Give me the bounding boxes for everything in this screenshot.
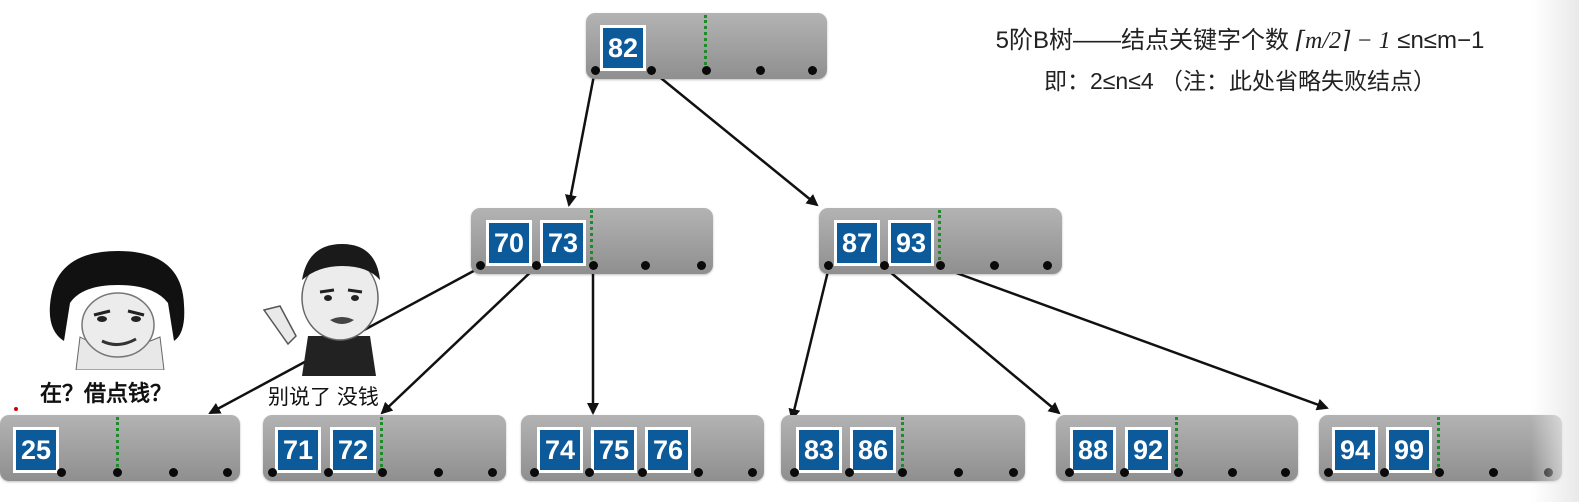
btree-leaf-25: 25	[0, 415, 240, 481]
right-edge-shadow	[1531, 0, 1579, 502]
pointer-dot	[936, 261, 945, 270]
pointer-dot	[1174, 468, 1183, 477]
pointer-dot	[702, 66, 711, 75]
pointer-dot	[808, 66, 817, 75]
key: 73	[540, 220, 586, 266]
pointer-dot	[790, 468, 799, 477]
pointer-dot	[113, 468, 122, 477]
btree-range-note: 即：2≤n≤4 （注：此处省略失败结点）	[1043, 68, 1436, 94]
edge-87-93-to-88-92	[883, 266, 1061, 415]
key: 83	[796, 427, 842, 473]
key: 76	[645, 427, 691, 473]
red-marker-dot	[14, 407, 18, 411]
meme-refusing-man-image	[262, 244, 380, 376]
key: 99	[1386, 427, 1432, 473]
key: 72	[330, 427, 376, 473]
note-formula: ⌈m/2⌉ − 1	[1295, 28, 1391, 54]
meme-bowl-cut-face-image	[49, 251, 185, 370]
btree-leaf-71-72: 71 72	[263, 415, 506, 481]
edge-87-93-to-94-99	[939, 265, 1329, 411]
pointer-dot	[434, 468, 443, 477]
pointer-dot	[694, 468, 703, 477]
pointer-dot	[824, 261, 833, 270]
divider	[704, 15, 707, 71]
divider	[938, 210, 941, 266]
btree-leaf-94-99: 94 99	[1319, 415, 1562, 481]
pointer-dot	[748, 468, 757, 477]
pointer-dot	[756, 66, 765, 75]
key: 93	[888, 220, 934, 266]
pointer-dot	[898, 468, 907, 477]
pointer-dot	[378, 468, 387, 477]
pointer-dot	[585, 468, 594, 477]
edge-70-73-to-71-72	[380, 266, 537, 415]
pointer-dot	[589, 261, 598, 270]
btree-leaf-88-92: 88 92	[1056, 415, 1298, 481]
key: 25	[13, 427, 59, 473]
divider	[1175, 417, 1178, 473]
pointer-dot	[476, 261, 485, 270]
key: 70	[486, 220, 532, 266]
pointer-dot	[880, 261, 889, 270]
btree-node-70-73: 70 73	[471, 208, 713, 274]
btree-order-note: 5阶B树——结点关键字个数 ⌈m/2⌉ − 1 ≤n≤m−1	[930, 20, 1550, 55]
pointer-dot	[641, 261, 650, 270]
pointer-dot	[591, 66, 600, 75]
meme-caption-borrow-money: 在？借点钱？	[40, 381, 173, 406]
btree-node-87-93: 87 93	[819, 208, 1062, 274]
edge-87-93-to-83-86	[788, 266, 831, 421]
note-suffix: ≤n≤m−1	[1397, 27, 1485, 54]
key: 74	[537, 427, 583, 473]
btree-node-root: 82	[586, 13, 827, 79]
pointer-dot	[1228, 468, 1237, 477]
pointer-dot	[169, 468, 178, 477]
key: 92	[1125, 427, 1171, 473]
pointer-dot	[697, 261, 706, 270]
key: 82	[600, 25, 646, 71]
pointer-dot	[1489, 468, 1498, 477]
pointer-dot	[990, 261, 999, 270]
pointer-dot	[532, 261, 541, 270]
pointer-dot	[488, 468, 497, 477]
divider	[116, 417, 119, 473]
divider	[380, 417, 383, 473]
key: 87	[834, 220, 880, 266]
pointer-dot	[845, 468, 854, 477]
pointer-dot	[647, 66, 656, 75]
key: 86	[850, 427, 896, 473]
pointer-dot	[324, 468, 333, 477]
pointer-dot	[530, 468, 539, 477]
btree-leaf-74-75-76: 74 75 76	[521, 415, 764, 481]
divider	[901, 417, 904, 473]
pointer-dot	[1065, 468, 1074, 477]
key: 75	[591, 427, 637, 473]
edge-root-to-70-73	[564, 69, 597, 207]
divider	[590, 210, 593, 266]
pointer-dot	[1043, 261, 1052, 270]
pointer-dot	[1009, 468, 1018, 477]
pointer-dot	[268, 468, 277, 477]
pointer-dot	[638, 468, 647, 477]
pointer-dot	[1380, 468, 1389, 477]
divider	[1437, 417, 1440, 473]
pointer-dot	[223, 468, 232, 477]
meme-caption-no-money: 别说了 没钱	[268, 386, 379, 409]
pointer-dot	[1120, 468, 1129, 477]
edge-root-to-87-93	[650, 69, 819, 207]
pointer-dot	[1324, 468, 1333, 477]
btree-leaf-83-86: 83 86	[781, 415, 1025, 481]
key: 94	[1332, 427, 1378, 473]
key: 71	[275, 427, 321, 473]
pointer-dot	[57, 468, 66, 477]
pointer-dot	[954, 468, 963, 477]
pointer-dot	[1435, 468, 1444, 477]
note-prefix: 5阶B树——结点关键字个数	[995, 27, 1290, 54]
key: 88	[1070, 427, 1116, 473]
pointer-dot	[1281, 468, 1290, 477]
